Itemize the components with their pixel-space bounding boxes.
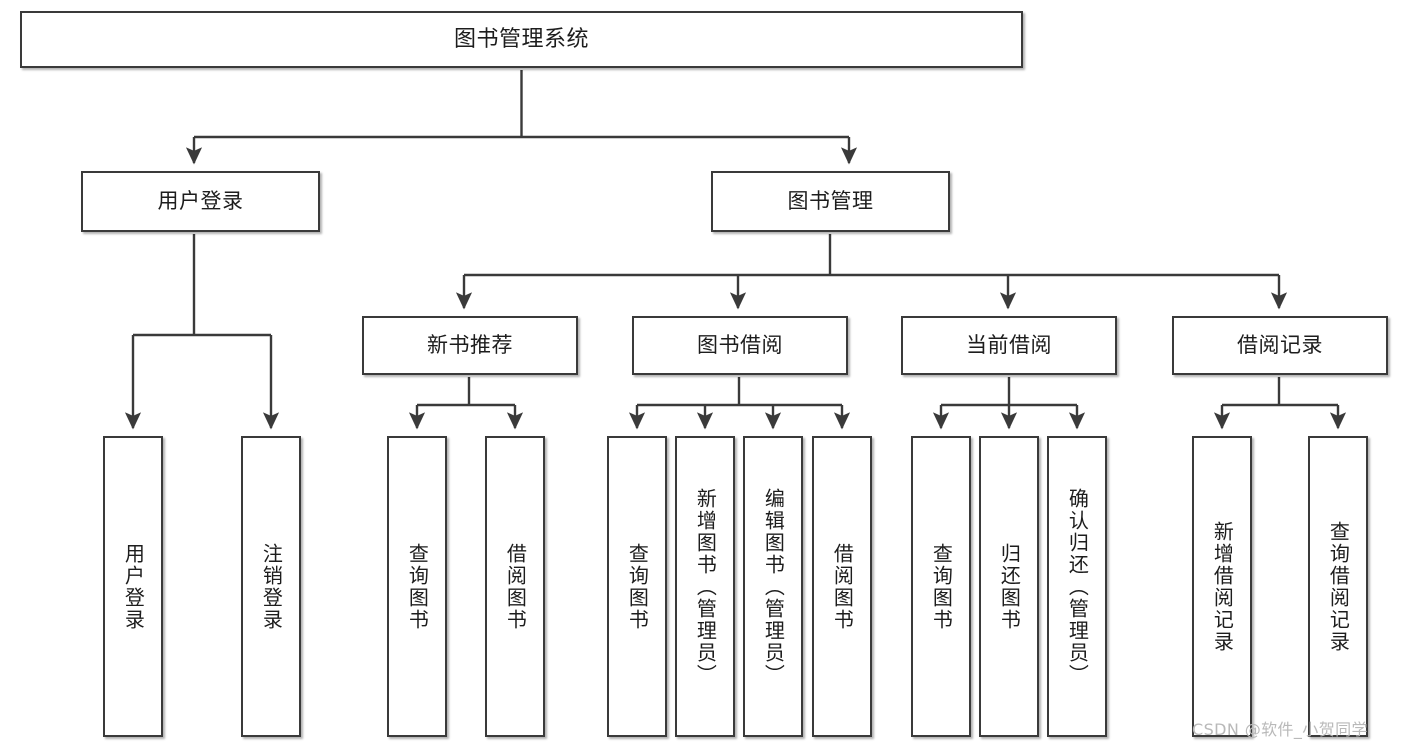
node-user-login[interactable]: 用户登录 [81, 171, 320, 232]
node-label: 归还图书 [997, 542, 1022, 631]
leaf-book-borrow-edit[interactable]: 编辑图书（管理员） [743, 436, 803, 737]
node-root-system[interactable]: 图书管理系统 [20, 11, 1023, 68]
leaf-current-borrow-confirm-return[interactable]: 确认归还（管理员） [1047, 436, 1107, 737]
leaf-user-login-login[interactable]: 用户登录 [103, 436, 163, 737]
node-label: 确认归还（管理员） [1065, 487, 1090, 686]
leaf-book-borrow-query[interactable]: 查询图书 [607, 436, 667, 737]
node-label: 用户登录 [121, 542, 146, 631]
node-borrow-record[interactable]: 借阅记录 [1172, 316, 1388, 375]
node-label: 图书管理 [787, 189, 874, 214]
node-label: 图书借阅 [697, 333, 783, 358]
node-label: 用户登录 [157, 189, 244, 214]
node-label: 借阅图书 [830, 542, 855, 631]
node-label: 查询图书 [929, 542, 954, 631]
node-label: 新增图书（管理员） [693, 487, 718, 686]
leaf-current-borrow-query[interactable]: 查询图书 [911, 436, 971, 737]
node-current-borrow[interactable]: 当前借阅 [901, 316, 1117, 375]
node-label: 查询图书 [625, 542, 650, 631]
csdn-watermark: CSDN @软件_小贺同学 [1192, 720, 1368, 739]
node-new-book-recommend[interactable]: 新书推荐 [362, 316, 578, 375]
leaf-user-login-logout[interactable]: 注销登录 [241, 436, 301, 737]
node-label: 注销登录 [259, 542, 284, 631]
leaf-book-borrow-add[interactable]: 新增图书（管理员） [675, 436, 735, 737]
node-label: 查询借阅记录 [1326, 520, 1351, 653]
leaf-new-book-borrow[interactable]: 借阅图书 [485, 436, 545, 737]
leaf-borrow-record-add[interactable]: 新增借阅记录 [1192, 436, 1252, 737]
leaf-current-borrow-return[interactable]: 归还图书 [979, 436, 1039, 737]
leaf-book-borrow-borrow[interactable]: 借阅图书 [812, 436, 872, 737]
node-label: 新书推荐 [427, 333, 513, 358]
node-label: 新增借阅记录 [1210, 520, 1235, 653]
node-label: 借阅记录 [1237, 333, 1323, 358]
node-label: 查询图书 [405, 542, 430, 631]
node-book-management[interactable]: 图书管理 [711, 171, 950, 232]
node-label: 编辑图书（管理员） [761, 487, 786, 686]
node-book-borrow[interactable]: 图书借阅 [632, 316, 848, 375]
leaf-borrow-record-query[interactable]: 查询借阅记录 [1308, 436, 1368, 737]
node-label: 当前借阅 [966, 333, 1052, 358]
leaf-new-book-query[interactable]: 查询图书 [387, 436, 447, 737]
node-label: 图书管理系统 [453, 26, 589, 52]
node-label: 借阅图书 [503, 542, 528, 631]
